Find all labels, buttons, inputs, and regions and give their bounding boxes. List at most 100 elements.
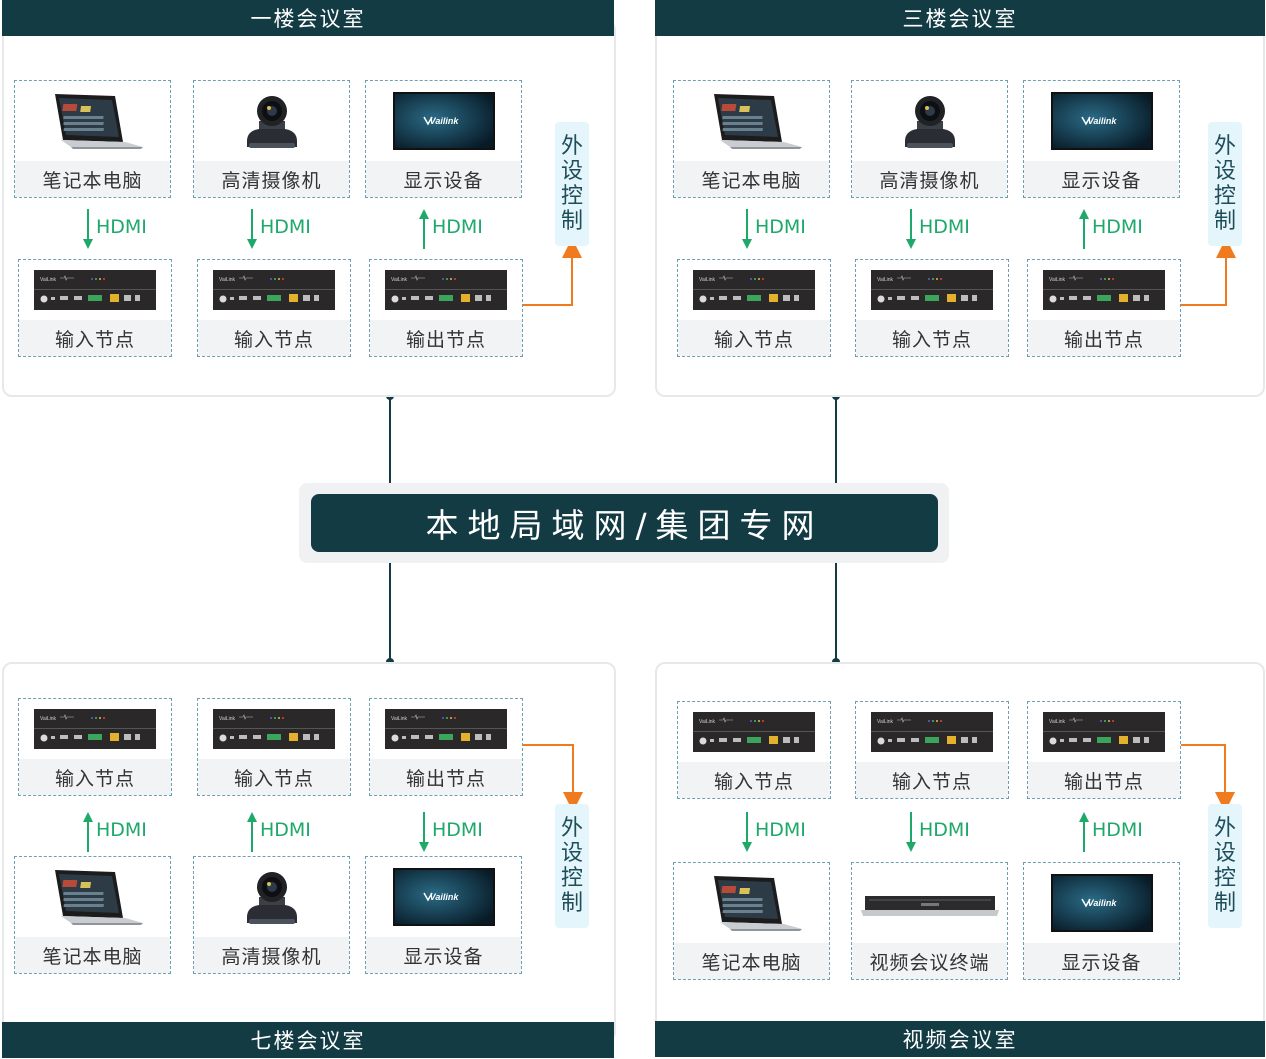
source-card-floor1-2: 高清摄像机 xyxy=(193,80,350,198)
node-card-floor3-1: VaiLink 输入节点 xyxy=(677,259,831,357)
hdmi-label: HDMI xyxy=(1092,216,1143,238)
camera-icon xyxy=(194,81,349,161)
display-icon: Vailink xyxy=(1024,81,1179,161)
hdmi-connector-floor1-1: HDMI xyxy=(82,207,162,251)
node-label: 输出节点 xyxy=(370,759,522,795)
laptop-icon xyxy=(674,863,829,943)
hdmi-label: HDMI xyxy=(755,819,806,841)
laptop-icon xyxy=(15,81,170,161)
source-label: 视频会议终端 xyxy=(852,943,1007,979)
hdmi-connector-floor1-3: HDMI xyxy=(418,207,498,251)
node-device-icon: VaiLink xyxy=(198,699,350,759)
node-device-icon: VaiLink xyxy=(856,702,1008,762)
source-label: 显示设备 xyxy=(366,937,521,973)
display-icon: Vailink xyxy=(1024,863,1179,943)
hdmi-arrow-down-icon xyxy=(247,209,257,249)
source-label: 笔记本电脑 xyxy=(674,161,829,197)
laptop-icon xyxy=(15,857,170,937)
hdmi-connector-floor7-1: HDMI xyxy=(82,810,162,854)
node-brand-text: VaiLink xyxy=(1049,719,1066,725)
node-card-floor3-2: VaiLink 输入节点 xyxy=(855,259,1009,357)
node-device-icon: VaiLink xyxy=(678,260,830,320)
source-label: 笔记本电脑 xyxy=(674,943,829,979)
hdmi-connector-floor3-3: HDMI xyxy=(1078,207,1158,251)
source-card-floor7-2: 高清摄像机 xyxy=(193,856,350,974)
hdmi-connector-floor3-1: HDMI xyxy=(741,207,821,251)
source-label: 笔记本电脑 xyxy=(15,937,170,973)
peripheral-control-video: 外设控制 xyxy=(1208,804,1242,928)
hdmi-arrow-up-icon xyxy=(1079,812,1089,852)
node-device-icon: VaiLink xyxy=(856,260,1008,320)
hdmi-connector-video-2: HDMI xyxy=(905,810,985,854)
node-brand-text: VaiLink xyxy=(877,719,894,725)
node-label: 输入节点 xyxy=(678,320,830,356)
node-card-floor1-3: VaiLink 输出节点 xyxy=(369,259,523,357)
video-conference-terminal-icon xyxy=(852,863,1007,943)
display-brand-text: Vailink xyxy=(1087,116,1117,126)
node-label: 输出节点 xyxy=(370,320,522,356)
network-banner: 本地局域网/集团专网 xyxy=(311,494,938,552)
hdmi-arrow-down-icon xyxy=(83,209,93,249)
source-label: 显示设备 xyxy=(366,161,521,197)
hdmi-label: HDMI xyxy=(755,216,806,238)
node-label: 输入节点 xyxy=(856,320,1008,356)
source-label: 高清摄像机 xyxy=(852,161,1007,197)
node-brand-text: VaiLink xyxy=(391,277,408,283)
hdmi-arrow-down-icon xyxy=(906,209,916,249)
hdmi-label: HDMI xyxy=(432,216,483,238)
node-label: 输入节点 xyxy=(856,762,1008,798)
room-title-floor1: 一楼会议室 xyxy=(2,0,614,36)
source-card-floor3-1: 笔记本电脑 xyxy=(673,80,830,198)
source-card-video-2: 视频会议终端 xyxy=(851,862,1008,980)
hdmi-arrow-up-icon xyxy=(1079,209,1089,249)
source-card-video-1: 笔记本电脑 xyxy=(673,862,830,980)
node-brand-text: VaiLink xyxy=(699,719,716,725)
source-label: 笔记本电脑 xyxy=(15,161,170,197)
node-label: 输出节点 xyxy=(1028,762,1180,798)
node-label: 输入节点 xyxy=(19,320,171,356)
room-title-floor3: 三楼会议室 xyxy=(655,0,1265,36)
source-card-floor7-1: 笔记本电脑 xyxy=(14,856,171,974)
peripheral-control-floor3: 外设控制 xyxy=(1208,122,1242,246)
hdmi-arrow-down-icon xyxy=(742,209,752,249)
display-icon: Vailink xyxy=(366,857,521,937)
hdmi-label: HDMI xyxy=(432,819,483,841)
display-brand-text: Vailink xyxy=(1087,898,1117,908)
hdmi-label: HDMI xyxy=(96,819,147,841)
source-card-floor3-2: 高清摄像机 xyxy=(851,80,1008,198)
node-card-video-2: VaiLink 输入节点 xyxy=(855,701,1009,799)
source-label: 高清摄像机 xyxy=(194,161,349,197)
hdmi-label: HDMI xyxy=(96,216,147,238)
hdmi-connector-floor7-3: HDMI xyxy=(418,810,498,854)
hdmi-connector-floor3-2: HDMI xyxy=(905,207,985,251)
room-title-floor7: 七楼会议室 xyxy=(2,1022,614,1058)
hdmi-arrow-down-icon xyxy=(419,812,429,852)
hdmi-connector-video-3: HDMI xyxy=(1078,810,1158,854)
node-brand-text: VaiLink xyxy=(877,277,894,283)
source-label: 显示设备 xyxy=(1024,943,1179,979)
display-icon: Vailink xyxy=(366,81,521,161)
node-device-icon: VaiLink xyxy=(19,699,171,759)
node-device-icon: VaiLink xyxy=(19,260,171,320)
node-device-icon: VaiLink xyxy=(370,260,522,320)
node-brand-text: VaiLink xyxy=(699,277,716,283)
node-card-video-3: VaiLink 输出节点 xyxy=(1027,701,1181,799)
node-label: 输入节点 xyxy=(198,320,350,356)
hdmi-label: HDMI xyxy=(260,819,311,841)
node-label: 输入节点 xyxy=(198,759,350,795)
hdmi-arrow-up-icon xyxy=(247,812,257,852)
node-device-icon: VaiLink xyxy=(678,702,830,762)
room-title-video: 视频会议室 xyxy=(655,1021,1265,1057)
node-device-icon: VaiLink xyxy=(198,260,350,320)
node-brand-text: VaiLink xyxy=(40,716,57,722)
node-device-icon: VaiLink xyxy=(1028,260,1180,320)
